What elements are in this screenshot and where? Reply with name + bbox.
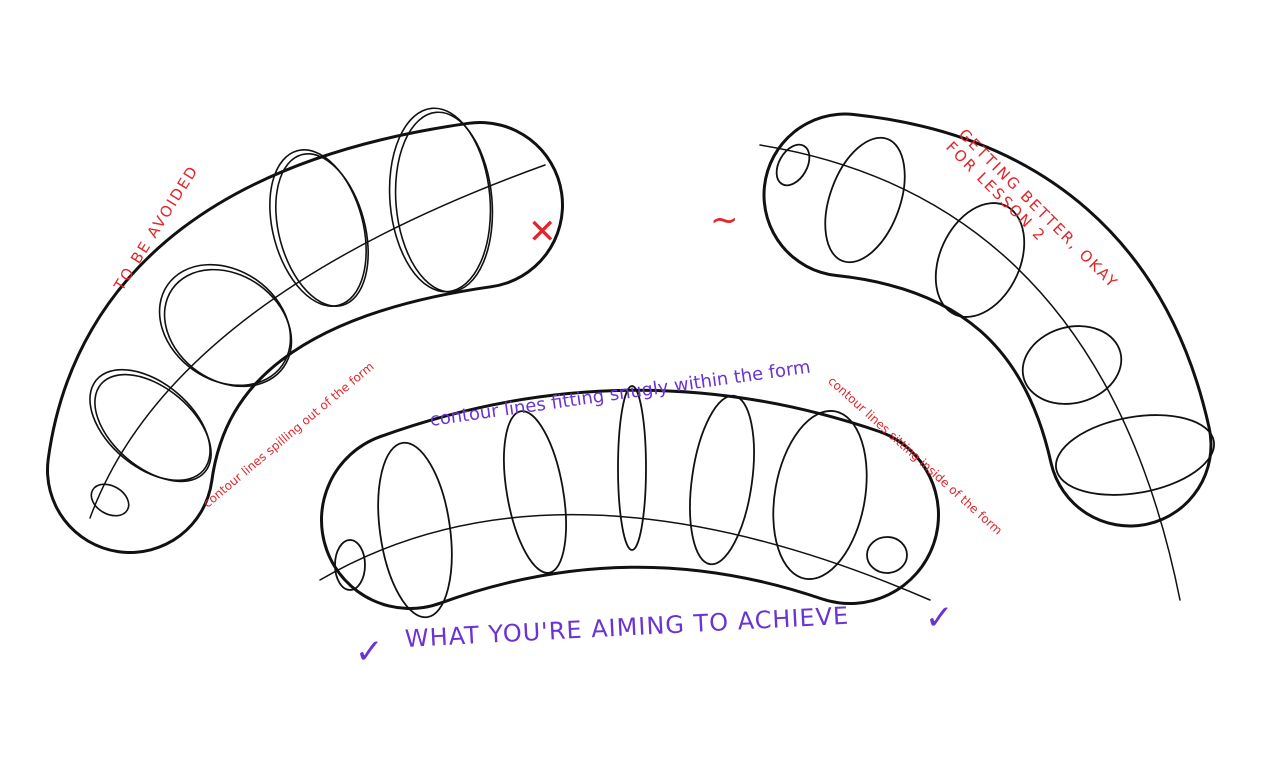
check-mark-right: ✓	[925, 598, 954, 638]
middle-contour-ellipses	[334, 385, 908, 619]
left-contour-ellipses	[89, 107, 494, 517]
cross-mark: ✕	[528, 212, 557, 252]
right-sausage-form	[759, 112, 1213, 601]
right-contour-ellipses	[775, 136, 1215, 496]
tilde-mark: ~	[710, 200, 739, 240]
middle-sausage-form	[319, 388, 940, 610]
check-mark-left: ✓	[355, 632, 384, 672]
